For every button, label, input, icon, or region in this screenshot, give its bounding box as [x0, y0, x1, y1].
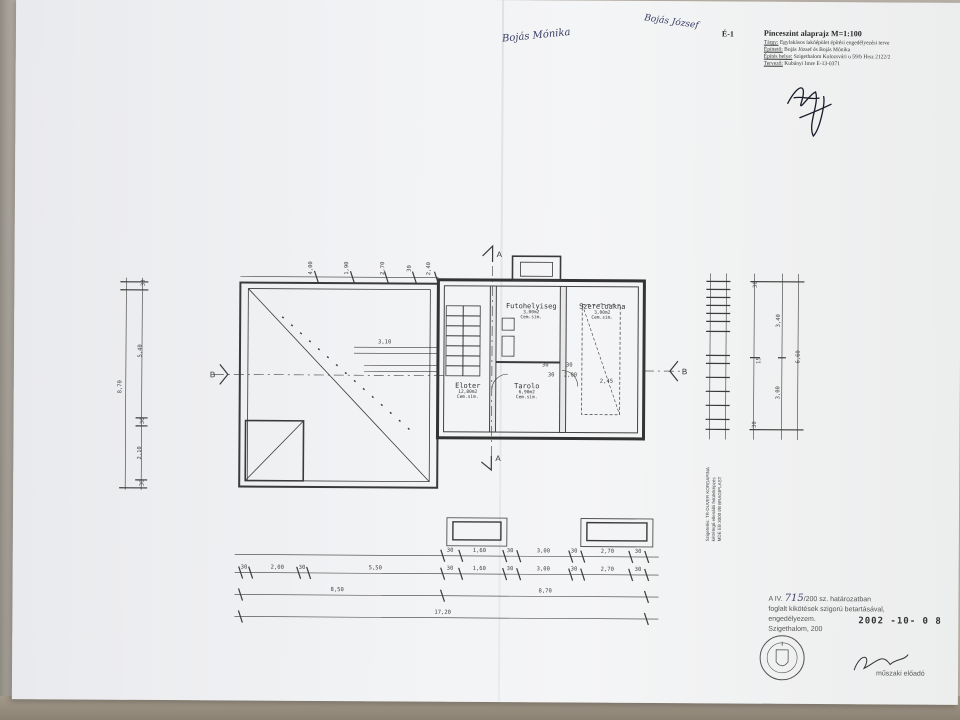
dim-inner: 2,45 — [599, 378, 614, 385]
dim-left: 30 — [139, 479, 146, 487]
dim-bottom: 30 — [570, 566, 578, 573]
dim-right: 30 — [752, 281, 759, 288]
dim-bottom: 30 — [298, 564, 306, 571]
officer-signature — [853, 654, 909, 671]
dim-left-total: 8,70 — [117, 380, 124, 394]
dim-bottom: 3,00 — [536, 566, 550, 573]
handwritten-decision-number: 715 — [784, 592, 804, 604]
floor-plan-drawing — [119, 244, 909, 681]
dim-top: 2,40 — [426, 262, 433, 276]
dim-bottom: 30 — [506, 566, 514, 573]
dim-bottom: 8,70 — [538, 588, 552, 595]
section-b-left: B — [209, 370, 216, 380]
dim-inner: 30 — [541, 362, 549, 369]
dim-left: 30 — [139, 417, 146, 425]
dim-left: 2,10 — [136, 446, 144, 460]
dim-inner: 30 — [565, 362, 573, 369]
dim-bottom: 30 — [240, 564, 248, 571]
dim-left: 5,40 — [137, 344, 144, 358]
official-stamp — [759, 635, 805, 681]
section-a-bottom: A — [495, 454, 501, 464]
dim-top: 1,90 — [344, 261, 351, 275]
dim-bottom: 30 — [446, 547, 454, 554]
dim-bottom: 30 — [570, 548, 578, 555]
plan-sheet: É-1 Pinceszint alaprajz M=1:100 Tárgy: E… — [11, 0, 960, 705]
dim-bottom: 2,70 — [600, 548, 615, 555]
vertical-insulation-note: Szigetelés: TR-DUVER KORDAPINA kétrétegű… — [704, 467, 723, 542]
designer-signature — [786, 87, 832, 138]
officer-label: műszaki előadó — [876, 670, 925, 678]
dim-left: 30 — [140, 279, 147, 287]
dim-bottom: 30 — [634, 566, 642, 573]
dim-bottom-total: 17,20 — [434, 609, 451, 616]
dim-top: 4,00 — [308, 261, 315, 275]
dim-top: 2,70 — [380, 261, 387, 276]
dim-inner: 30 — [547, 372, 555, 379]
dim-right: 15 — [756, 357, 763, 364]
dim-right: 3,00 — [775, 386, 782, 400]
dim-top: 30 — [406, 265, 413, 272]
section-b-right: B — [681, 367, 688, 377]
stamp-date: 2002 -10- 0 8 — [858, 616, 942, 627]
dim-right-total: 6,60 — [795, 350, 802, 364]
dim-bottom: 1,60 — [472, 565, 486, 572]
dim-bottom: 30 — [446, 565, 454, 572]
dim-bottom: 2,00 — [270, 564, 284, 571]
dim-right: 3,40 — [775, 314, 782, 328]
dim-bottom: 5,50 — [368, 565, 382, 572]
dim-right: 30 — [751, 421, 758, 428]
dim-bottom: 30 — [506, 548, 514, 555]
dim-bottom: 30 — [634, 548, 642, 555]
dim-bottom: 8,50 — [330, 587, 344, 594]
dim-inner: 3,10 — [378, 339, 392, 346]
dim-inner: 2,00 — [563, 372, 578, 379]
dim-bottom: 3,00 — [536, 548, 551, 555]
dim-bottom: 2,70 — [600, 566, 614, 573]
section-a-top: A — [496, 250, 502, 260]
dim-bottom: 1,60 — [472, 547, 487, 554]
approval-text: A IV. 715/200 sz. határozatban foglalt k… — [768, 592, 885, 634]
